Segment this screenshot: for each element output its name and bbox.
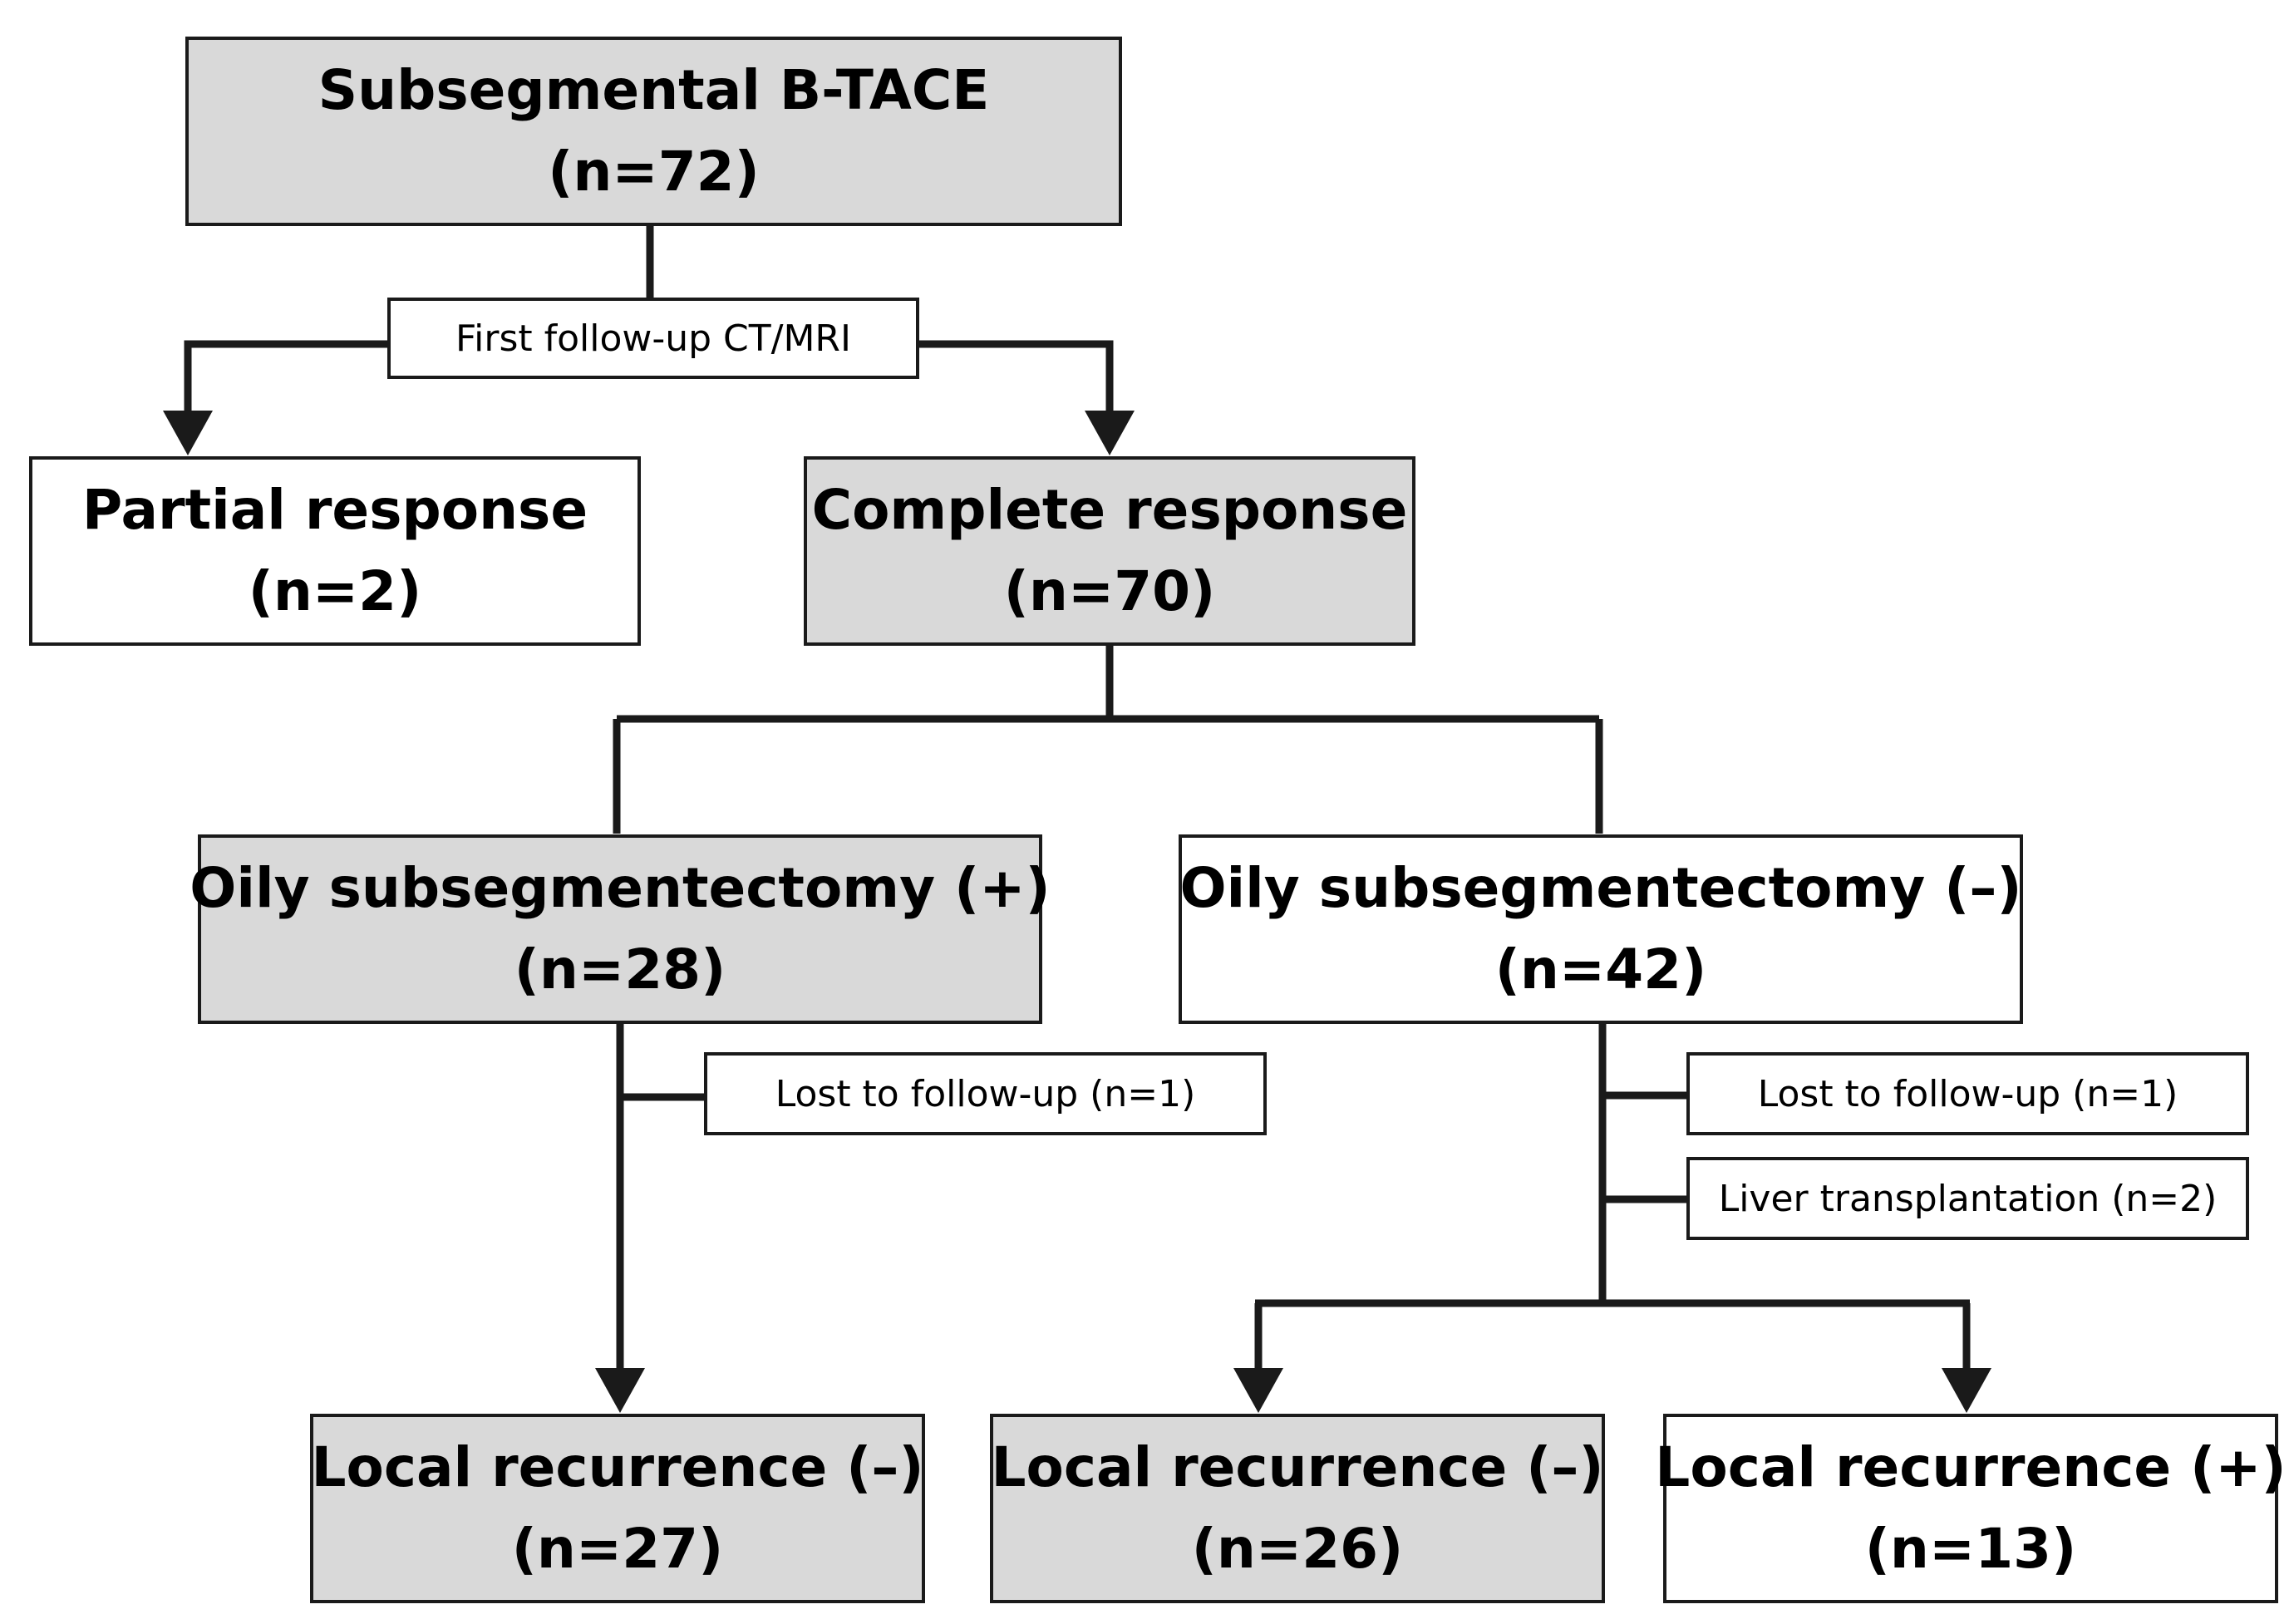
box-title: Local recurrence (+) xyxy=(1655,1435,2287,1499)
label-lost-followup-positive: Lost to follow-up (n=1) xyxy=(704,1052,1267,1135)
box-count: (n=42) xyxy=(1494,937,1707,1001)
box-title: Partial response xyxy=(81,478,588,542)
arrowhead-complete xyxy=(1085,411,1135,455)
arrowhead-recurrence-neg-positive xyxy=(595,1368,645,1413)
box-title: Local recurrence (–) xyxy=(311,1435,924,1499)
label-first-followup: First follow-up CT/MRI xyxy=(387,298,919,379)
box-title: Oily subsegmentectomy (–) xyxy=(1179,856,2022,920)
connector-followup-to-partial xyxy=(184,340,387,412)
arrowhead-recurrence-pos-negative xyxy=(1942,1368,1991,1413)
connector-followup-to-complete xyxy=(919,340,1114,412)
arrowhead-recurrence-neg-negative xyxy=(1233,1368,1283,1413)
box-partial-response: Partial response (n=2) xyxy=(29,456,641,646)
label-lost-followup-negative: Lost to follow-up (n=1) xyxy=(1686,1052,2249,1135)
box-subsegmental-btace: Subsegmental B-TACE (n=72) xyxy=(185,37,1122,226)
box-count: (n=2) xyxy=(248,559,422,623)
box-title: Subsegmental B-TACE xyxy=(318,58,990,122)
box-count: (n=27) xyxy=(511,1517,724,1581)
box-title: Complete response xyxy=(811,478,1408,542)
box-oily-subsegmentectomy-negative: Oily subsegmentectomy (–) (n=42) xyxy=(1179,834,2023,1024)
box-count: (n=26) xyxy=(1191,1517,1404,1581)
label-liver-transplantation: Liver transplantation (n=2) xyxy=(1686,1157,2249,1240)
box-count: (n=70) xyxy=(1003,559,1216,623)
box-local-recurrence-negative-from-negative: Local recurrence (–) (n=26) xyxy=(990,1414,1605,1603)
box-count: (n=72) xyxy=(548,140,760,204)
box-complete-response: Complete response (n=70) xyxy=(804,456,1415,646)
box-title: Local recurrence (–) xyxy=(991,1435,1604,1499)
box-title: Oily subsegmentectomy (+) xyxy=(190,856,1051,920)
arrowhead-partial xyxy=(163,411,213,455)
box-count: (n=28) xyxy=(514,937,726,1001)
box-count: (n=13) xyxy=(1864,1517,2077,1581)
box-local-recurrence-negative-from-positive: Local recurrence (–) (n=27) xyxy=(310,1414,925,1603)
box-local-recurrence-positive-from-negative: Local recurrence (+) (n=13) xyxy=(1655,1414,2287,1603)
box-oily-subsegmentectomy-positive: Oily subsegmentectomy (+) (n=28) xyxy=(190,834,1051,1024)
